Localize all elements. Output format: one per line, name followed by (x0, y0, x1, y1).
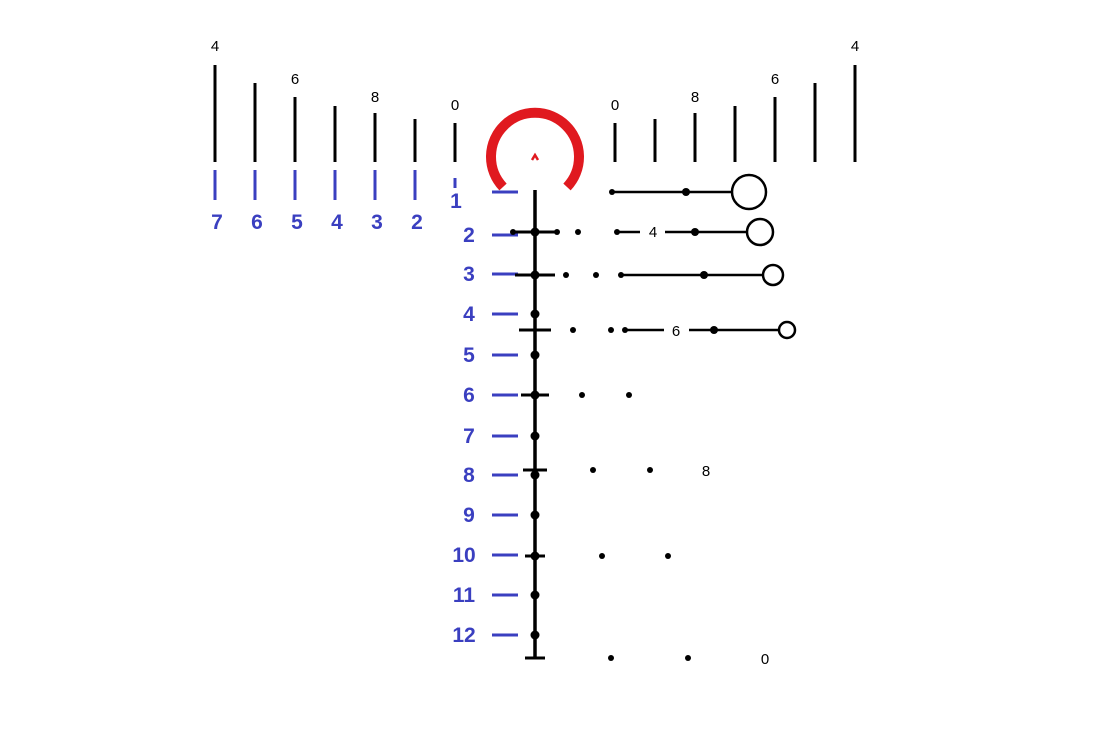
post-dot (530, 551, 540, 561)
range-label: 8 (702, 463, 710, 480)
post-dot (530, 630, 540, 640)
elevation-label: 11 (453, 584, 476, 607)
dot (665, 553, 671, 559)
windage-label: 7 (211, 211, 223, 234)
range-label: 6 (672, 323, 680, 340)
elevation-label: 12 (452, 624, 475, 647)
dot (647, 467, 653, 473)
dot (608, 327, 614, 333)
dot (700, 271, 708, 279)
post-dot (530, 227, 540, 237)
tick-label: 8 (691, 89, 699, 106)
post-dot (530, 350, 540, 360)
range-bars (563, 173, 797, 661)
post-dot (530, 590, 540, 600)
dot (622, 327, 628, 333)
tick-label: 0 (451, 97, 459, 114)
dot (554, 229, 560, 235)
elevation-label: 4 (463, 303, 475, 326)
elevation-label: 1 (450, 190, 462, 213)
elevation-label: 2 (463, 224, 475, 247)
post-dot (530, 510, 540, 520)
dot (618, 272, 624, 278)
dot (691, 228, 699, 236)
range-label: 4 (649, 224, 657, 241)
range-circle (761, 263, 785, 287)
dot (609, 189, 615, 195)
red-ring (486, 107, 584, 191)
dot (590, 467, 596, 473)
windage-label: 2 (411, 211, 423, 234)
dot (685, 655, 691, 661)
reticle-post (510, 190, 560, 660)
tick-label: 0 (611, 97, 619, 114)
center-chevron (530, 152, 540, 161)
range-circle (745, 217, 775, 247)
elevation-label: 6 (463, 384, 475, 407)
dot (626, 392, 632, 398)
top-ticks: 4 4 6 6 8 8 0 0 (211, 38, 859, 162)
tick-label: 6 (291, 71, 299, 88)
post-dot (530, 470, 540, 480)
windage-label: 4 (331, 211, 343, 234)
tick-label: 6 (771, 71, 779, 88)
tick-label: 8 (371, 89, 379, 106)
windage-label: 6 (251, 211, 263, 234)
elevation-label: 5 (463, 344, 475, 367)
range-circle (730, 173, 768, 211)
dot (682, 188, 690, 196)
elevation-label: 8 (463, 464, 475, 487)
tick-label: 4 (851, 38, 859, 55)
post-dot (530, 270, 540, 280)
post-dot (530, 309, 540, 319)
dot (614, 229, 620, 235)
dot (510, 229, 516, 235)
dot (608, 655, 614, 661)
elevation-label: 7 (463, 425, 475, 448)
windage-label: 5 (291, 211, 303, 234)
elevation-label: 3 (463, 263, 475, 286)
windage-label: 3 (371, 211, 383, 234)
dot (563, 272, 569, 278)
dot (710, 326, 718, 334)
range-label: 0 (761, 651, 769, 668)
post-dot (530, 431, 540, 441)
tick-label: 4 (211, 38, 219, 55)
post-dot (530, 390, 540, 400)
range-circle (777, 320, 797, 340)
elevation-label: 10 (452, 544, 475, 567)
dot (570, 327, 576, 333)
dot (575, 229, 581, 235)
elevation-label: 9 (463, 504, 475, 527)
dot (593, 272, 599, 278)
dot (599, 553, 605, 559)
dot (579, 392, 585, 398)
